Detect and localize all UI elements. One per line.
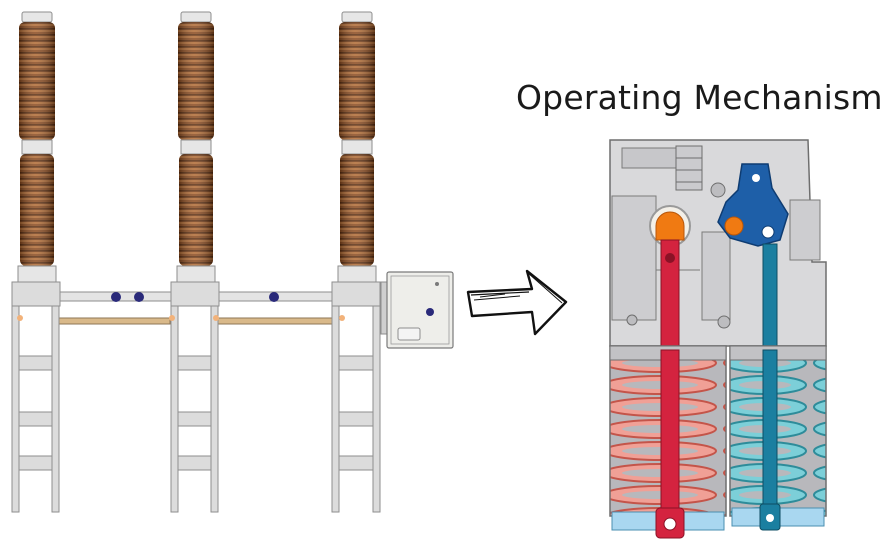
pole-1-mechanism-box bbox=[11, 281, 61, 307]
pole-3-support-leg-right bbox=[372, 305, 381, 513]
pole-2-mechanism-box bbox=[170, 281, 220, 307]
opening-rod-lower bbox=[762, 349, 778, 521]
cabinet-coupling bbox=[426, 308, 434, 316]
latch-assembly bbox=[675, 145, 703, 191]
pole-3 bbox=[331, 11, 381, 513]
pole-3-support-leg-left bbox=[331, 305, 340, 513]
pole-2 bbox=[169, 11, 220, 513]
coupling-2 bbox=[134, 292, 144, 302]
closing-rod-lower bbox=[660, 349, 680, 527]
pole-3-mechanism-box bbox=[331, 281, 381, 307]
pole-3-top-cap bbox=[341, 11, 373, 23]
pole-1-base-flange bbox=[17, 265, 57, 283]
coupling-1 bbox=[111, 292, 121, 302]
pole-3-base-flange bbox=[337, 265, 377, 283]
coupling-3 bbox=[269, 292, 279, 302]
lower-linkage-rod-1 bbox=[57, 317, 171, 325]
pole-1-interrupter-flange bbox=[21, 139, 53, 155]
lower-linkage-rod-2 bbox=[217, 317, 337, 325]
closing-cam bbox=[655, 211, 685, 241]
pole-1 bbox=[11, 11, 61, 513]
cabinet-nameplate bbox=[397, 327, 421, 341]
pole-1-top-cap bbox=[21, 11, 53, 23]
breaker-assembly bbox=[11, 11, 454, 513]
pole-2-top-cap bbox=[180, 11, 212, 23]
pole-2-support-leg-right bbox=[210, 305, 219, 513]
mechanism-cross-section bbox=[609, 139, 827, 539]
pole-1-support-leg-right bbox=[51, 305, 60, 513]
pole-2-base-flange bbox=[176, 265, 216, 283]
pole-2-interrupter-flange bbox=[180, 139, 212, 155]
diagram-title: Operating Mechanism bbox=[516, 78, 883, 117]
lever-pivot bbox=[724, 216, 744, 236]
mechanism-cabinet bbox=[380, 271, 454, 349]
right-arrow-hand-drawn-icon bbox=[466, 269, 568, 336]
pole-1-support-leg-left bbox=[11, 305, 20, 513]
opening-rod-upper bbox=[762, 243, 778, 351]
opening-spring bbox=[729, 345, 827, 517]
pole-3-interrupter-flange bbox=[341, 139, 373, 155]
pole-2-support-leg-left bbox=[170, 305, 179, 513]
